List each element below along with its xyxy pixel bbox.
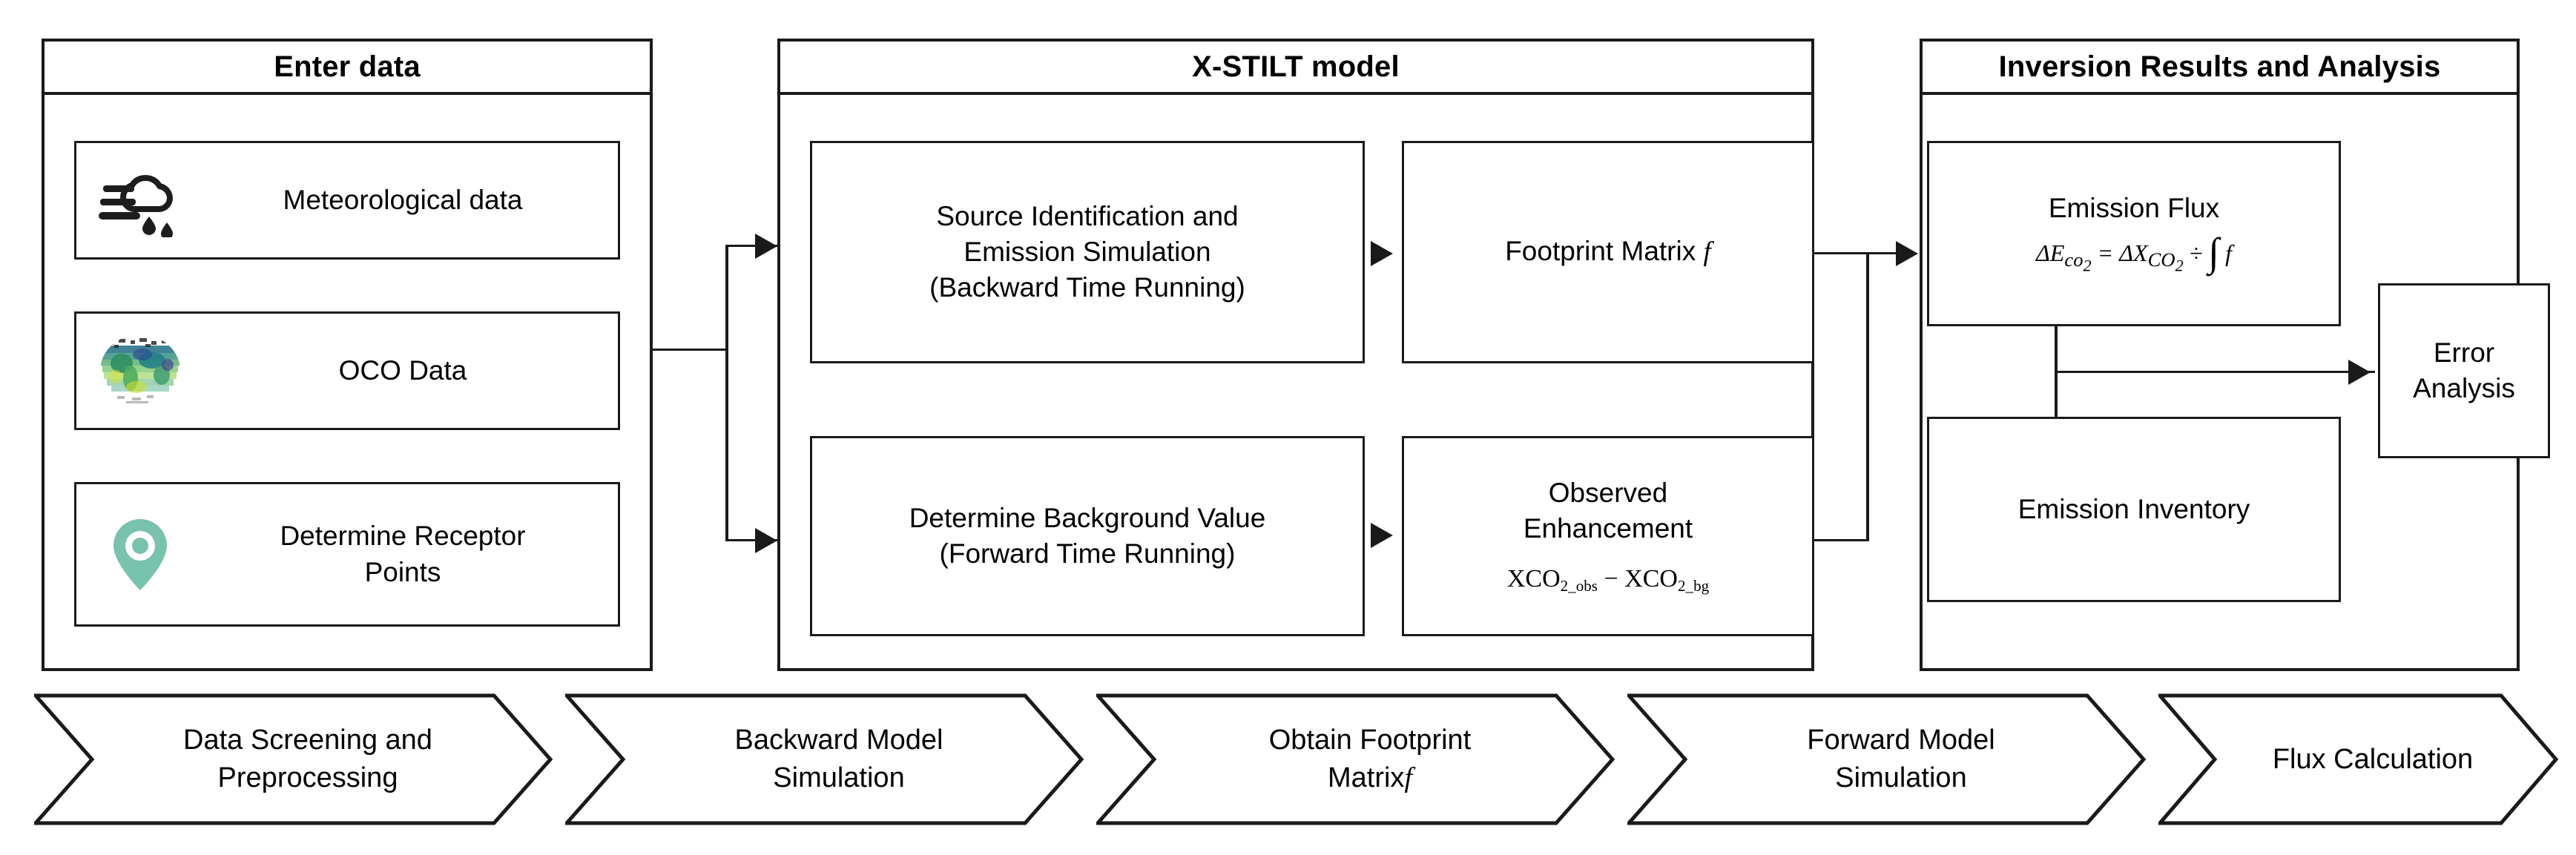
source-id-line-3: (Backward Time Running) <box>929 272 1245 303</box>
arrowhead-to-determine-background <box>755 528 777 553</box>
footprint-matrix-label: Footprint Matrix <box>1505 236 1696 267</box>
observed-line-2: Enhancement <box>1523 513 1693 544</box>
emission-flux-formula: ΔEco2 = ΔXCO2 ÷ ∫ f <box>2036 232 2232 277</box>
step4-line1: Forward Model <box>1807 724 1995 756</box>
connector-enterdata-out <box>653 349 727 351</box>
step1-line2: Preprocessing <box>217 762 398 793</box>
connector-to-error-analysis <box>2055 371 2375 373</box>
flux-div: ÷ <box>2189 239 2203 266</box>
step2-line1: Backward Model <box>734 724 943 756</box>
node-emission-inventory-text: Emission Inventory <box>1929 492 2339 527</box>
connector-to-source-identification <box>725 245 779 247</box>
step4-line2: Simulation <box>1835 762 1967 793</box>
process-step-backward-model[interactable]: Backward Model Simulation <box>565 693 1084 825</box>
process-step-data-screening-label: Data Screening and Preprocessing <box>148 722 440 797</box>
formula-b-sub: 2_bg <box>1677 577 1710 595</box>
formula-a-sub: 2_obs <box>1560 577 1598 595</box>
node-determine-background-value[interactable]: Determine Background Value (Forward Time… <box>810 436 1365 636</box>
step3-line2: Matrix <box>1327 762 1405 793</box>
flux-dX-sub: CO <box>2147 248 2175 271</box>
connector-xstilt-merge <box>1866 252 1869 541</box>
panel-x-stilt-model-header: X-STILT model <box>780 42 1811 95</box>
step3-symbol: f <box>1404 762 1412 793</box>
error-analysis-line-2: Analysis <box>2413 373 2515 403</box>
panel-enter-data-header: Enter data <box>45 42 650 95</box>
step5-line1: Flux Calculation <box>2272 743 2474 775</box>
arrowhead-to-emission-flux <box>1896 241 1918 266</box>
process-step-data-screening[interactable]: Data Screening and Preprocessing <box>34 693 553 825</box>
node-error-analysis[interactable]: Error Analysis <box>2378 283 2550 458</box>
node-meteorological-data-label: Meteorological data <box>283 184 523 215</box>
step2-line2: Simulation <box>773 762 905 793</box>
process-step-bar: Data Screening and Preprocessing Backwar… <box>0 693 2576 831</box>
flux-dE-sub: co <box>2064 248 2083 271</box>
connector-footprint-out <box>1814 252 1897 254</box>
panel-inversion-results-header: Inversion Results and Analysis <box>1923 42 2517 95</box>
node-error-analysis-text: Error Analysis <box>2380 335 2548 406</box>
emission-flux-label: Emission Flux <box>2048 192 2220 223</box>
cloud-rain-wind-icon <box>96 159 185 241</box>
flux-dX: ΔX <box>2119 239 2148 266</box>
node-observed-enhancement[interactable]: Observed Enhancement XCO2_obs − XCO2_bg <box>1402 436 1814 636</box>
node-footprint-matrix[interactable]: Footprint Matrix f <box>1402 141 1814 363</box>
node-determine-background-value-text: Determine Background Value (Forward Time… <box>812 501 1363 572</box>
globe-map-icon <box>96 330 185 412</box>
flux-dE-sub2: 2 <box>2083 256 2092 275</box>
node-emission-flux[interactable]: Emission Flux ΔEco2 = ΔXCO2 ÷ ∫ f <box>1927 141 2341 326</box>
process-step-forward-model[interactable]: Forward Model Simulation <box>1627 693 2147 825</box>
formula-op: − <box>1604 565 1618 593</box>
node-emission-flux-text: Emission Flux ΔEco2 = ΔXCO2 ÷ ∫ f <box>1929 191 2339 277</box>
process-step-obtain-footprint[interactable]: Obtain Footprint Matrixf <box>1096 693 1615 825</box>
arrowhead-to-observed-enhancement <box>1371 523 1393 548</box>
connector-enterdata-split <box>725 245 728 541</box>
process-step-forward-model-label: Forward Model Simulation <box>1771 722 2002 797</box>
arrowhead-to-error-analysis <box>2348 360 2371 385</box>
node-source-identification[interactable]: Source Identification and Emission Simul… <box>810 141 1365 363</box>
flux-f: f <box>2225 239 2232 266</box>
receptor-line-2: Points <box>364 556 441 587</box>
flux-integral-icon: ∫ <box>2208 229 2220 274</box>
observed-enhancement-formula: XCO2_obs − XCO2_bg <box>1507 563 1709 596</box>
flux-eq: = <box>2097 239 2114 266</box>
receptor-line-1: Determine Receptor <box>280 521 526 552</box>
connector-observed-out <box>1814 539 1868 541</box>
observed-line-1: Observed <box>1548 478 1668 509</box>
process-step-flux-calculation[interactable]: Flux Calculation <box>2158 693 2559 825</box>
background-line-2: (Forward Time Running) <box>939 538 1236 569</box>
step3-line1: Obtain Footprint <box>1268 724 1472 756</box>
formula-a-base: XCO <box>1506 565 1561 593</box>
node-footprint-matrix-text: Footprint Matrix f <box>1404 234 1812 270</box>
emission-inventory-label: Emission Inventory <box>2017 493 2250 524</box>
connector-to-determine-background <box>725 539 779 541</box>
flux-dX-sub2: 2 <box>2175 256 2184 275</box>
node-determine-receptor-points-label: Determine Receptor Points <box>207 518 599 590</box>
location-pin-icon <box>96 514 185 595</box>
background-line-1: Determine Background Value <box>909 502 1266 533</box>
node-source-identification-text: Source Identification and Emission Simul… <box>812 199 1363 306</box>
footprint-matrix-symbol: f <box>1703 237 1711 268</box>
arrowhead-to-footprint-matrix <box>1371 241 1393 266</box>
process-step-backward-model-label: Backward Model Simulation <box>699 722 951 797</box>
source-id-line-1: Source Identification and <box>936 200 1239 231</box>
process-step-flux-calculation-label: Flux Calculation <box>2237 741 2480 779</box>
node-oco-data-label: OCO Data <box>338 354 467 386</box>
node-observed-enhancement-text: Observed Enhancement XCO2_obs − XCO2_bg <box>1404 475 1812 596</box>
node-oco-data[interactable]: OCO Data <box>74 311 620 430</box>
node-meteorological-data[interactable]: Meteorological data <box>74 141 620 260</box>
error-analysis-line-1: Error <box>2433 337 2495 368</box>
arrowhead-to-source-identification <box>755 234 777 259</box>
step1-line1: Data Screening and <box>183 724 432 756</box>
flux-dE: ΔE <box>2036 239 2065 266</box>
node-emission-inventory[interactable]: Emission Inventory <box>1927 417 2341 602</box>
process-step-obtain-footprint-label: Obtain Footprint Matrixf <box>1233 722 1478 797</box>
formula-b-base: XCO <box>1624 565 1678 593</box>
node-determine-receptor-points[interactable]: Determine Receptor Points <box>74 482 620 627</box>
source-id-line-2: Emission Simulation <box>963 236 1211 267</box>
